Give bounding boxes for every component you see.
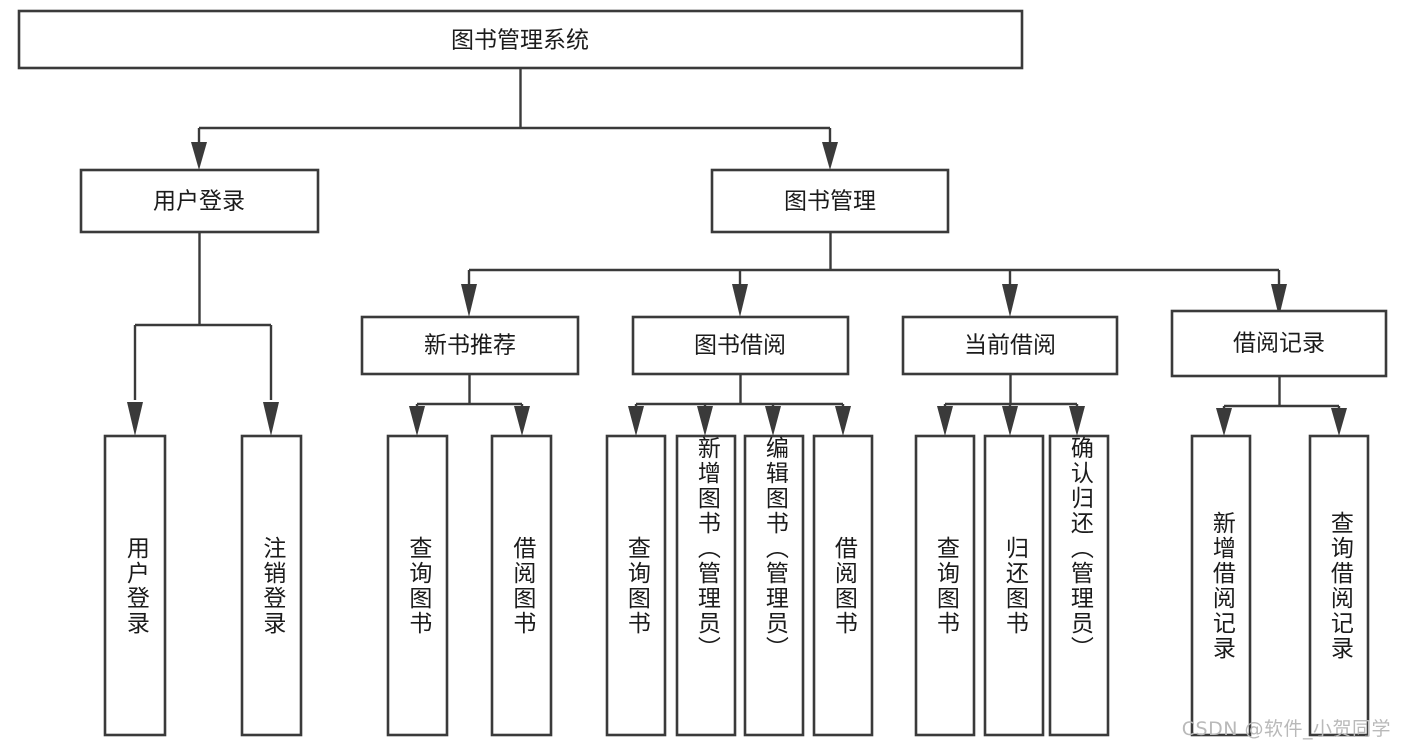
horizontal-label-layer: 图书管理系统 用户登录 图书管理 新书推荐 图书借阅 当前借阅 借阅记录 bbox=[153, 28, 1325, 359]
node-borrow-record-box[interactable] bbox=[1170, 309, 1388, 378]
arrowhead-borrowrecord-leaf1 bbox=[1216, 408, 1232, 436]
node-borrow-record-label: 借阅记录 bbox=[1233, 331, 1325, 357]
node-current-borrow-label: 当前借阅 bbox=[964, 333, 1056, 359]
node-leaf-borrow-book-a-box[interactable] bbox=[490, 434, 553, 737]
node-leaf-user-login-box[interactable] bbox=[103, 434, 167, 737]
arrowhead-bookborrow-leaf2 bbox=[697, 406, 713, 436]
node-user-login-box[interactable] bbox=[79, 168, 320, 234]
node-leaf-query-book-b-box[interactable] bbox=[605, 434, 667, 737]
node-user-login-label: 用户登录 bbox=[153, 189, 245, 215]
node-root-label: 图书管理系统 bbox=[451, 28, 589, 54]
arrowhead-userlogin-leaf1 bbox=[127, 402, 143, 436]
arrowhead-userlogin-leaf2 bbox=[263, 402, 279, 436]
arrowhead-currentborrow-leaf3 bbox=[1069, 406, 1085, 436]
node-leaf-add-record-box[interactable] bbox=[1190, 434, 1252, 737]
node-layer bbox=[17, 9, 1388, 737]
arrowhead-currentborrow bbox=[1002, 284, 1018, 317]
node-current-borrow-box[interactable] bbox=[901, 315, 1119, 376]
arrowhead-newbook-leaf1 bbox=[409, 406, 425, 436]
node-leaf-query-book-a-box[interactable] bbox=[386, 434, 449, 737]
arrowhead-currentborrow-leaf2 bbox=[1002, 406, 1018, 436]
node-root-box[interactable] bbox=[17, 9, 1024, 70]
node-leaf-logout-box[interactable] bbox=[240, 434, 303, 737]
node-new-book-recommend-box[interactable] bbox=[360, 315, 580, 376]
node-new-book-recommend-label: 新书推荐 bbox=[424, 333, 516, 359]
arrowhead-bookborrow bbox=[732, 284, 748, 317]
arrowhead-currentborrow-leaf1 bbox=[937, 406, 953, 436]
node-book-management-label: 图书管理 bbox=[784, 189, 876, 215]
arrowhead-bookborrow-leaf4 bbox=[835, 406, 851, 436]
node-leaf-confirm-return-box[interactable] bbox=[1048, 434, 1110, 737]
arrowhead-borrowrecord-leaf2 bbox=[1331, 408, 1347, 436]
arrowhead-userlogin bbox=[191, 142, 207, 170]
node-leaf-return-book-box[interactable] bbox=[983, 434, 1045, 737]
node-book-management-box[interactable] bbox=[710, 168, 950, 234]
arrowhead-newbook-leaf2 bbox=[514, 406, 530, 436]
node-leaf-edit-book-box[interactable] bbox=[743, 434, 805, 737]
node-leaf-add-book-box[interactable] bbox=[675, 434, 737, 737]
arrowhead-newbook bbox=[461, 284, 477, 317]
arrowhead-bookborrow-leaf1 bbox=[628, 406, 644, 436]
arrowhead-borrowrecord bbox=[1271, 284, 1287, 317]
csdn-watermark: CSDN @软件_小贺同学 bbox=[1181, 718, 1391, 740]
node-book-borrow-label: 图书借阅 bbox=[694, 333, 786, 359]
connector-layer bbox=[127, 68, 1347, 436]
node-book-borrow-box[interactable] bbox=[631, 315, 850, 376]
arrowhead-bookborrow-leaf3 bbox=[765, 406, 781, 436]
node-leaf-borrow-book-b-box[interactable] bbox=[812, 434, 874, 737]
arrowhead-bookmgmt bbox=[822, 142, 838, 170]
node-leaf-query-book-c-box[interactable] bbox=[914, 434, 976, 737]
node-leaf-query-record-box[interactable] bbox=[1308, 434, 1370, 737]
